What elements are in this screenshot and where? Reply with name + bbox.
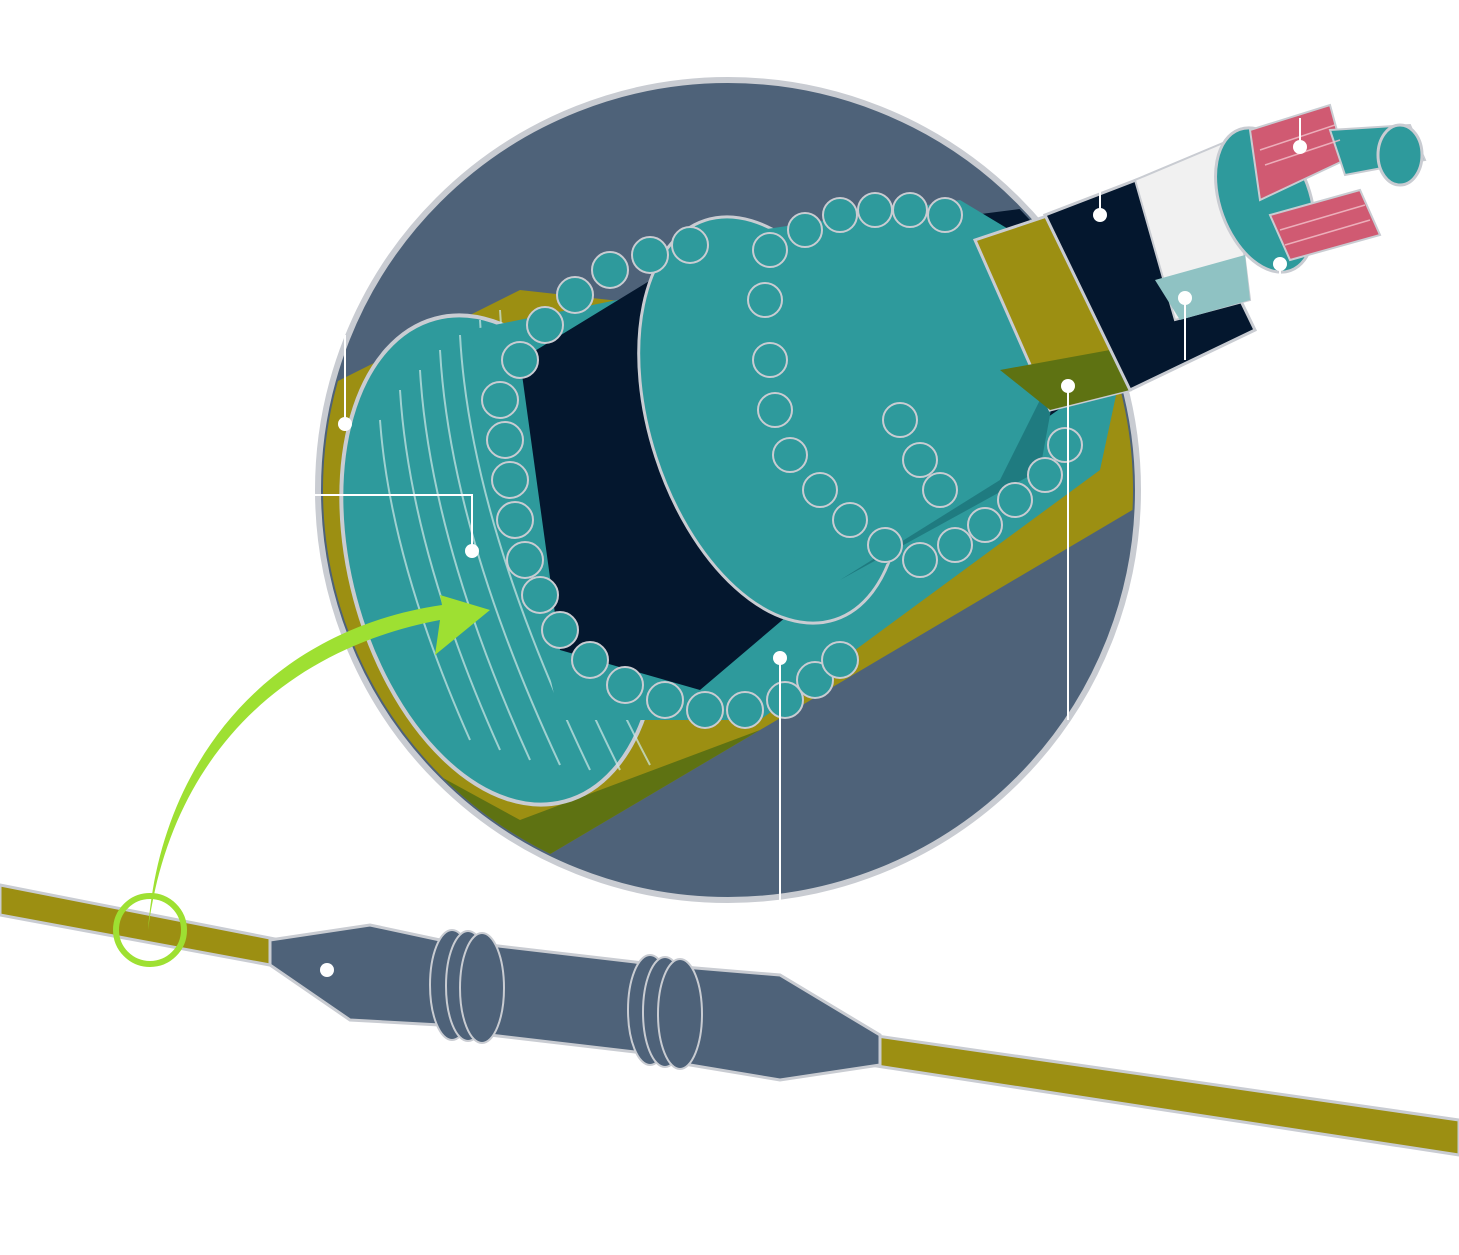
callout-core-separator bbox=[1273, 257, 1287, 271]
inner-armour-shade bbox=[840, 360, 1060, 580]
callout-insulation bbox=[1178, 291, 1192, 305]
inner-wire-beads bbox=[747, 192, 1083, 578]
callout-outer-armour-wires bbox=[465, 544, 479, 558]
insulation-shadow bbox=[1155, 255, 1250, 320]
joint-collar-right bbox=[627, 954, 703, 1070]
inner-armour-body bbox=[760, 200, 1060, 610]
callout-inner-jacket bbox=[773, 651, 787, 665]
outer-wire-beads bbox=[481, 226, 859, 729]
callout-screen-layer bbox=[1061, 379, 1075, 393]
magnify-target-ring bbox=[113, 893, 187, 967]
callout-conductor-core bbox=[1293, 140, 1307, 154]
magnify-arrow-icon bbox=[148, 595, 490, 930]
callout-dots bbox=[338, 140, 1307, 665]
callout-cable-joint bbox=[320, 963, 334, 977]
cable-right-segment bbox=[868, 1033, 1459, 1157]
callout-outer-sheath bbox=[338, 417, 352, 431]
cable-joint bbox=[268, 923, 882, 1082]
joint-collar-left bbox=[429, 929, 505, 1044]
callout-inner-sheath bbox=[1093, 208, 1107, 222]
